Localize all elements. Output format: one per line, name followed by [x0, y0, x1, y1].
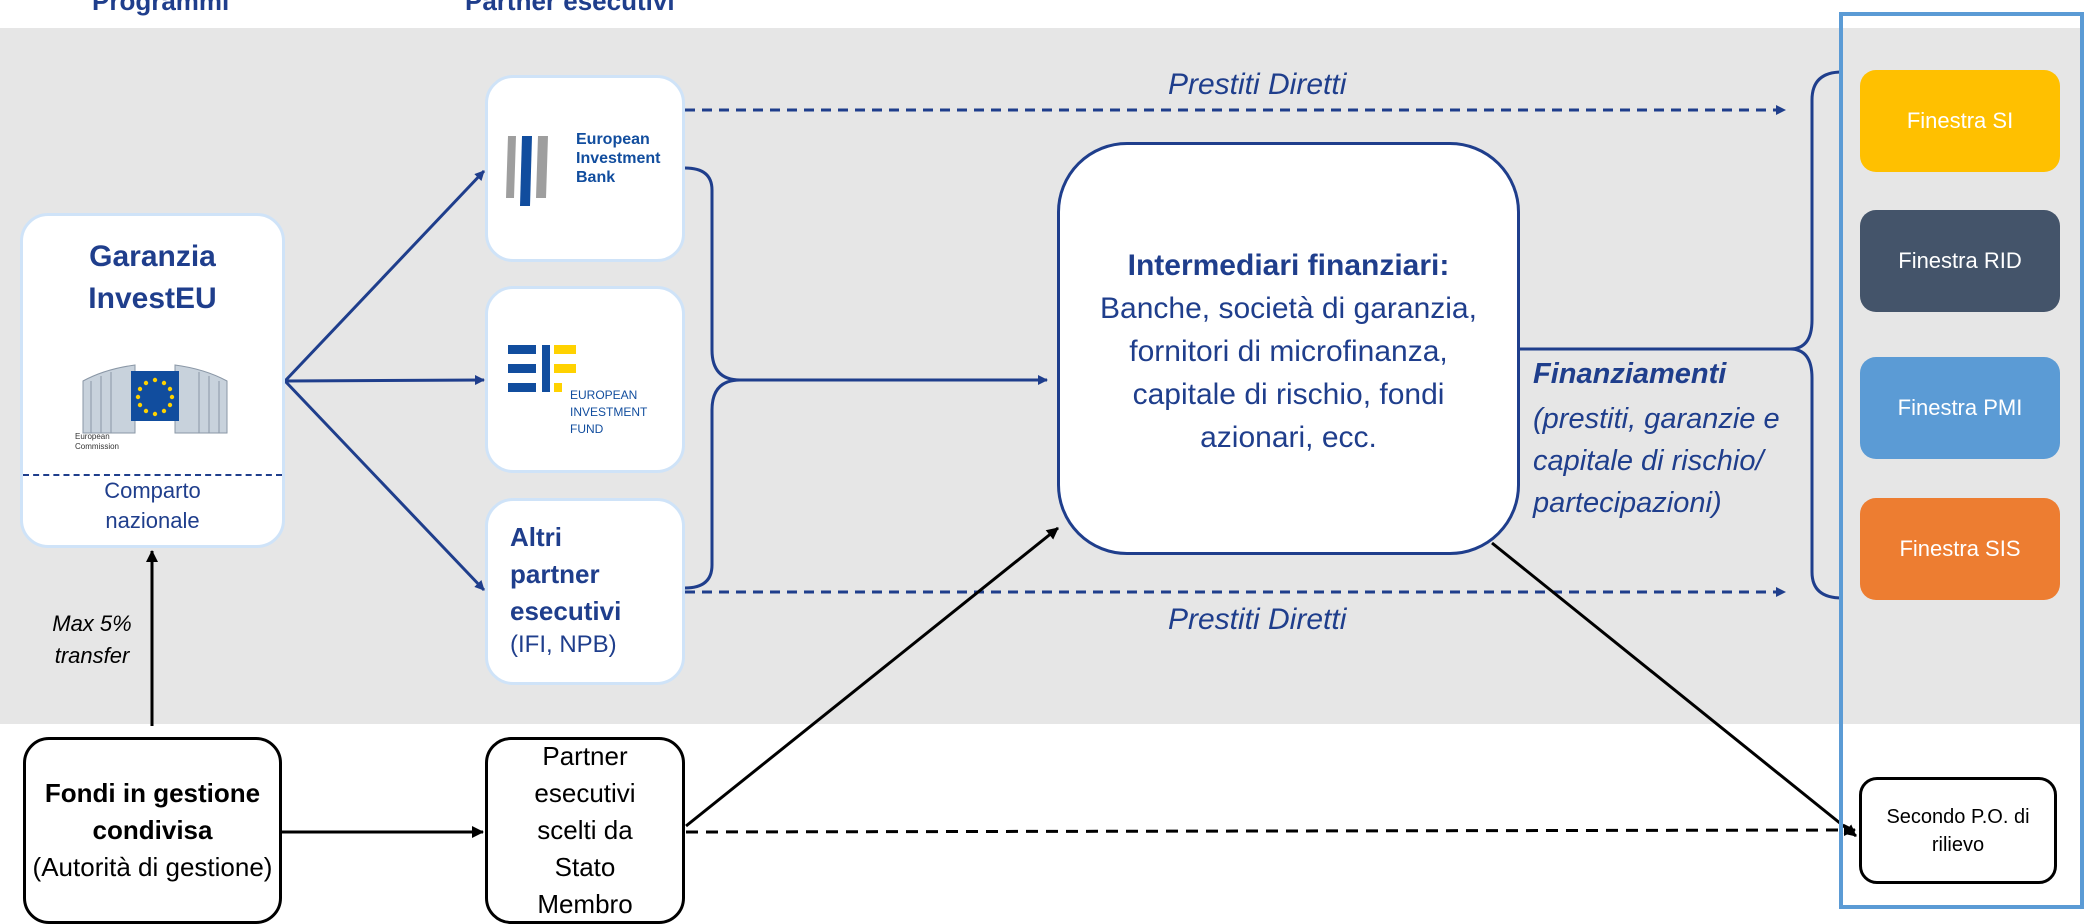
window-si: Finestra SI [1860, 70, 2060, 172]
national-compartment-label: Comparto nazionale [104, 478, 201, 533]
eif-logo-icon [508, 345, 576, 392]
other-partners-subtitle: (IFI, NPB) [510, 631, 617, 658]
shared-funds-title: Fondi in gestione condivisa [44, 778, 261, 845]
arrow-to-eib [283, 169, 486, 383]
financing-title: Finanziamenti [1533, 358, 1727, 390]
partners-header: Partner esecutivi [465, 0, 675, 16]
direct-loans-bottom-label: Prestiti Diretti [1168, 603, 1347, 636]
direct-loans-top-label: Prestiti Diretti [1168, 68, 1347, 101]
eib-name-line3: Bank [576, 169, 616, 186]
arrow-member-to-intermediaries [685, 526, 1059, 828]
eib-name-line1: European [576, 131, 650, 148]
arrow-intermediaries-to-second-po [1491, 541, 1857, 838]
eif-name-line1: EUROPEAN [570, 388, 638, 402]
eif-name-line2: INVESTMENT [570, 405, 648, 419]
financial-intermediaries-box: Intermediari finanziari: Banche, società… [1057, 142, 1520, 555]
windows-brace [1789, 70, 1843, 600]
intermediaries-title: Intermediari finanziari: [1127, 249, 1450, 282]
window-rid: Finestra RID [1860, 210, 2060, 312]
windows-frame [1839, 12, 2084, 909]
eib-name-line2: Investment [576, 150, 661, 167]
financing-body: (prestiti, garanzie e capitale di rischi… [1533, 403, 1780, 519]
arrow-to-eif [284, 375, 485, 386]
shared-funds-box: Fondi in gestione condivisa (Autorità di… [23, 737, 282, 924]
member-state-partners-box: Partner esecutivi scelti da Stato Membro [485, 737, 685, 924]
dashed-arrow-to-second-po [685, 824, 1856, 837]
arrow-to-other-partners [283, 379, 486, 592]
other-partners-title: Altri partner esecutivi [510, 522, 622, 626]
eif-box: EUROPEAN INVESTMENT FUND [485, 286, 685, 473]
european-commission-logo [82, 364, 228, 434]
compartment-divider [23, 474, 282, 476]
invesetu-guarantee-box: Garanzia InvestEU European Commission Co… [20, 213, 285, 548]
transfer-note: Max 5% transfer [52, 611, 132, 668]
second-po-box: Secondo P.O. di rilievo [1859, 777, 2057, 884]
intermediaries-body: Banche, società di garanzia, fornitori d… [1100, 292, 1477, 454]
member-state-partners-label: Partner esecutivi scelti da Stato Membro [534, 741, 636, 919]
shared-funds-subtitle: (Autorità di gestione) [32, 852, 273, 882]
eib-logo-icon [506, 136, 548, 206]
other-partners-box: Altri partner esecutivi (IFI, NPB) [485, 498, 685, 685]
eif-name: EUROPEAN INVESTMENT FUND [570, 387, 647, 438]
eib-name: European Investment Bank [576, 130, 660, 187]
logo-caption: European Commission [75, 432, 120, 451]
partners-bracket [684, 166, 741, 590]
guarantee-title: Garanzia InvestEU [88, 240, 217, 315]
programs-header: Programmi [92, 0, 230, 16]
window-pmi: Finestra PMI [1860, 357, 2060, 459]
eib-box: European Investment Bank [485, 75, 685, 262]
second-po-label: Secondo P.O. di rilievo [1886, 805, 2030, 856]
window-sis: Finestra SIS [1860, 498, 2060, 600]
eif-name-line3: FUND [570, 422, 604, 436]
